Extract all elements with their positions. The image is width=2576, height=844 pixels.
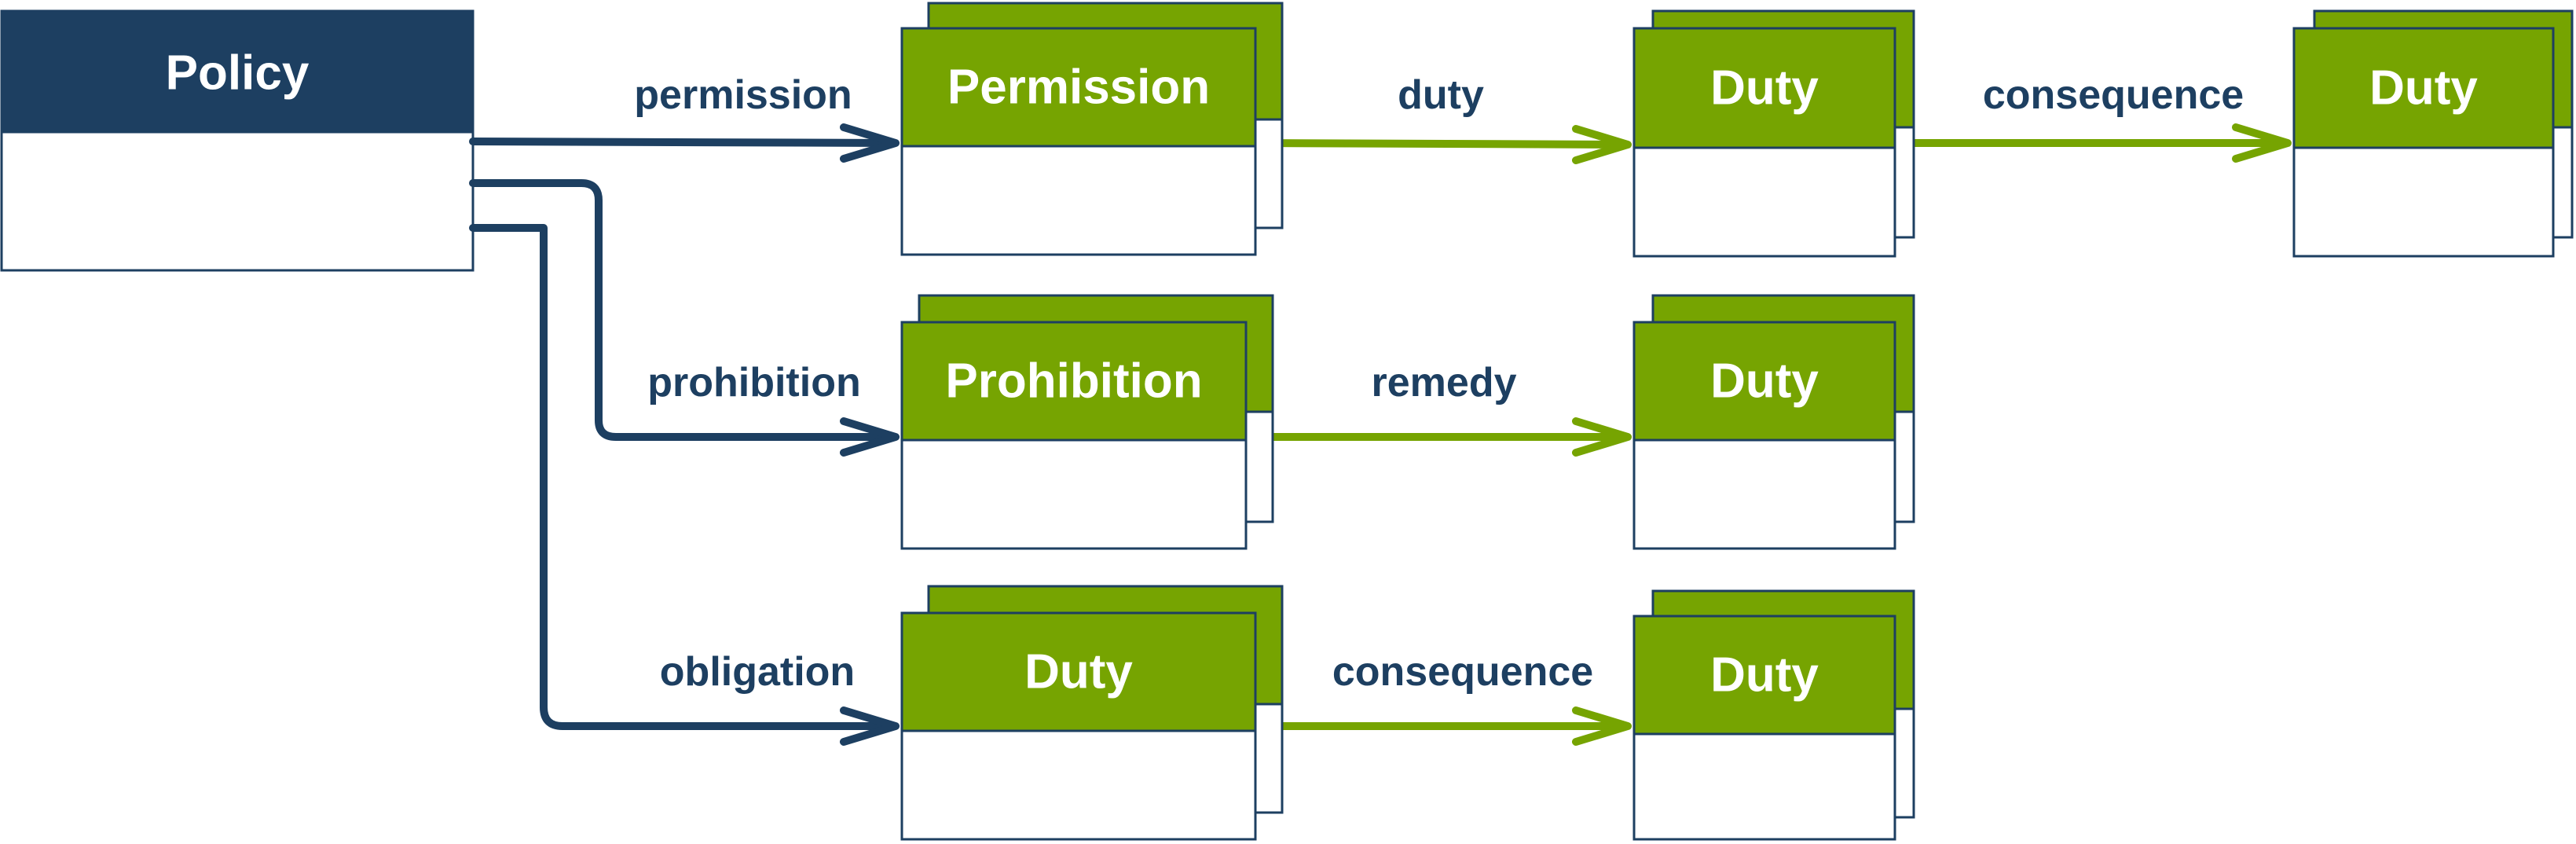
prohibition-body (900, 439, 1248, 550)
prohibition-arrowhead (840, 417, 900, 457)
remedy-duty-header (1632, 321, 1896, 442)
relation-label-consequence-top: consequence (1983, 72, 2244, 118)
prohibition-title: Prohibition (945, 354, 1202, 409)
consequence-duty-top-title: Duty (2369, 61, 2478, 116)
remedy-duty-title: Duty (1710, 354, 1819, 409)
policy-title: Policy (166, 46, 310, 101)
consequence-duty-bottom-title: Duty (1710, 648, 1819, 703)
obligation-duty-title: Duty (1024, 645, 1133, 699)
policy-class: Policy (0, 9, 475, 272)
prohibition-connector (469, 179, 898, 441)
policy-connectors (469, 138, 898, 730)
permission-body (900, 145, 1257, 256)
duty-arrowhead (1572, 125, 1632, 164)
obligation-arrowhead (840, 706, 900, 746)
relation-label-prohibition: prohibition (647, 360, 860, 405)
consequence-top-arrowhead (2232, 123, 2292, 163)
remedy-duty-class: Duty (1632, 294, 1915, 550)
relation-label-obligation: obligation (660, 649, 855, 695)
permission-duty-title: Duty (1710, 61, 1819, 116)
consequence-duty-bottom-body (1632, 732, 1896, 841)
relation-label-remedy: remedy (1372, 360, 1517, 405)
permission-arrowhead (840, 123, 900, 163)
policy-arrowheads (840, 123, 900, 746)
consequence-duty-bottom-header (1632, 615, 1896, 736)
green-connectors (1242, 123, 2292, 746)
relation-label-consequence-bottom: consequence (1332, 649, 1593, 695)
permission-duty-header (1632, 27, 1896, 149)
permission-title: Permission (947, 61, 1210, 115)
obligation-connector (469, 224, 898, 730)
consequence-bottom-arrowhead (1572, 706, 1632, 746)
obligation-duty-class: Duty (900, 585, 1284, 841)
remedy-arrowhead (1572, 417, 1632, 457)
permission-duty-body (1632, 146, 1896, 258)
consequence-duty-bottom-class: Duty (1632, 589, 1915, 841)
consequence-duty-top-body (2292, 146, 2555, 258)
relation-label-permission: permission (634, 72, 852, 118)
permission-connector (469, 138, 898, 147)
relation-label-duty: duty (1398, 72, 1484, 118)
prohibition-header (900, 321, 1248, 442)
obligation-duty-body (900, 729, 1257, 841)
prohibition-class: Prohibition (900, 294, 1274, 550)
permission-class: Permission (900, 2, 1284, 256)
duty-connector (1250, 139, 1630, 149)
obligation-duty-header (900, 611, 1257, 732)
remedy-duty-body (1632, 439, 1896, 550)
consequence-duty-top-class: Duty (2292, 9, 2574, 258)
permission-duty-class: Duty (1632, 9, 1915, 258)
